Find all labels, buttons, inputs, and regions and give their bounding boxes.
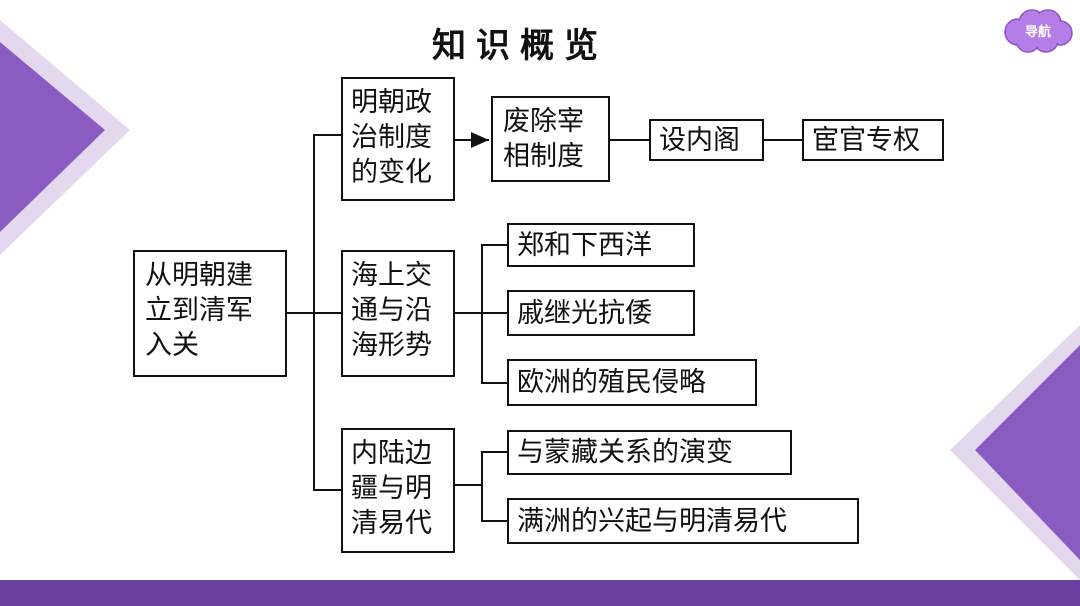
node-grand-secretariat: 设内阁 xyxy=(649,119,764,161)
node-eunuch-power: 宦官专权 xyxy=(802,119,944,161)
branch-2-line-2: 通与沿 xyxy=(351,295,432,326)
branch-2-line-1: 海上交 xyxy=(351,260,432,291)
root-line-3: 入关 xyxy=(145,330,199,361)
branch-3-line-2: 疆与明 xyxy=(351,473,432,504)
nav-button[interactable]: 导航 xyxy=(1002,8,1074,54)
branch-1-line-3: 的变化 xyxy=(351,157,432,188)
left-triangle-dark xyxy=(0,42,105,232)
item-european-label: 欧洲的殖民侵略 xyxy=(517,367,706,398)
node-abolish-chancellor: 废除宰 相制度 xyxy=(491,96,610,182)
right-triangle-dark xyxy=(975,345,1080,560)
root-node: 从明朝建 立到清军 入关 xyxy=(133,250,287,377)
connector-trunk xyxy=(313,134,341,491)
item-qi-jiguang-label: 戚继光抗倭 xyxy=(517,298,652,329)
branch-maritime: 海上交 通与沿 海形势 xyxy=(341,250,455,377)
nav-button-label: 导航 xyxy=(1024,25,1051,40)
abolish-line-1: 废除宰 xyxy=(503,106,584,137)
item-manchu-rise: 满洲的兴起与明清易代 xyxy=(507,498,859,544)
item-mongol-tibet: 与蒙藏关系的演变 xyxy=(507,430,792,475)
branch-frontier: 内陆边 疆与明 清易代 xyxy=(341,428,455,553)
page-title: 知识概览 xyxy=(432,26,608,66)
item-zheng-he: 郑和下西洋 xyxy=(507,223,695,267)
secretariat-label: 设内阁 xyxy=(659,125,740,156)
branch-1-line-1: 明朝政 xyxy=(351,87,432,118)
branch-1-line-2: 治制度 xyxy=(351,122,432,153)
branch-2-line-3: 海形势 xyxy=(351,330,432,361)
eunuch-label: 宦官专权 xyxy=(812,125,920,156)
item-mongol-tibet-label: 与蒙藏关系的演变 xyxy=(517,437,733,468)
branch-ming-politics: 明朝政 治制度 的变化 xyxy=(341,77,455,201)
root-line-2: 立到清军 xyxy=(145,295,253,326)
item-manchu-label: 满洲的兴起与明清易代 xyxy=(517,506,787,537)
abolish-line-2: 相制度 xyxy=(503,141,584,172)
item-qi-jiguang: 戚继光抗倭 xyxy=(507,290,695,336)
item-european-colonial: 欧洲的殖民侵略 xyxy=(507,359,757,406)
connector-bracket-3 xyxy=(481,451,507,522)
root-line-1: 从明朝建 xyxy=(145,260,253,291)
branch-3-line-1: 内陆边 xyxy=(351,438,432,469)
branch-3-line-3: 清易代 xyxy=(351,508,432,539)
bottom-accent-bar xyxy=(0,580,1080,606)
item-zheng-he-label: 郑和下西洋 xyxy=(517,230,652,261)
cloud-icon xyxy=(1004,9,1073,53)
